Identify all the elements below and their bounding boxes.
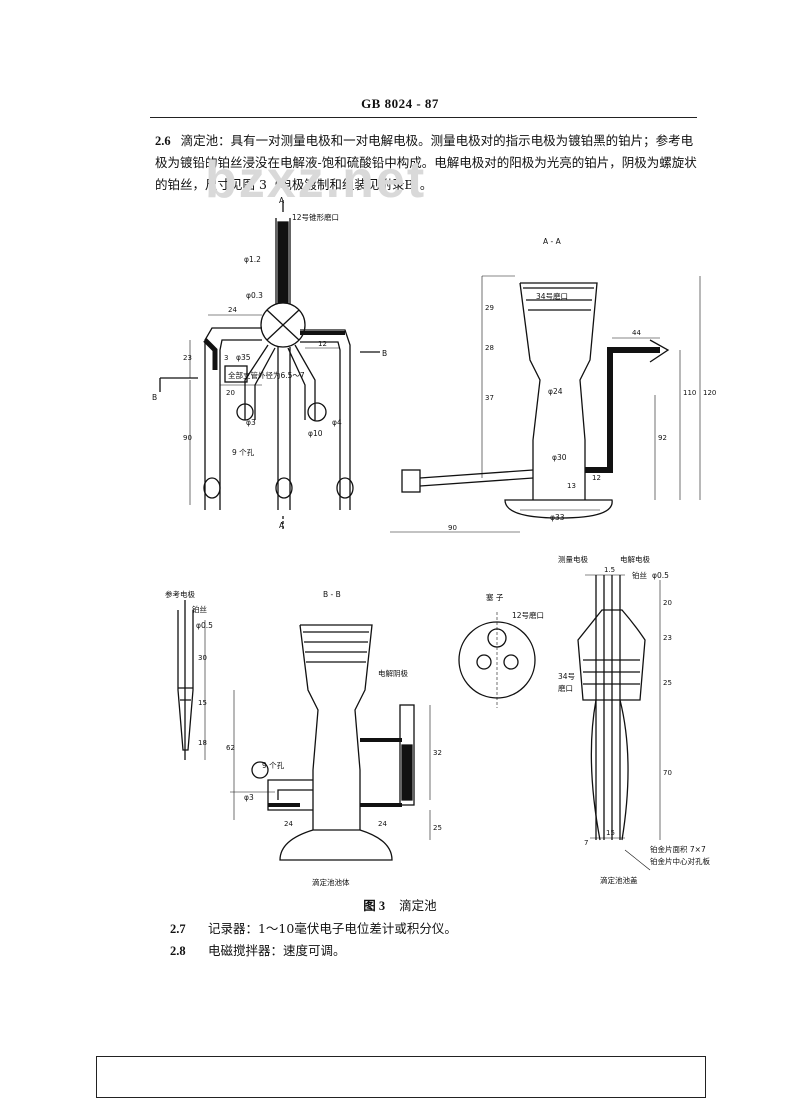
section-aa-title: A - A	[543, 237, 562, 246]
top-section-mark: A	[279, 196, 285, 205]
aa-dim-12: 12	[592, 474, 601, 482]
aa-phi33: φ33	[550, 513, 565, 522]
ea-dim-7: 7	[584, 839, 588, 847]
item-text: 电磁搅拌器：速度可调。	[207, 943, 346, 958]
item-number: 2.8	[170, 944, 186, 958]
aa-dim-92: 92	[658, 434, 667, 442]
ea-dim-23: 23	[663, 634, 672, 642]
figure-caption: 图 3 滴定池	[0, 895, 800, 914]
top-view	[159, 200, 380, 530]
aa-dim-120: 120	[703, 389, 716, 397]
ea-pt-area: 铂金片面积 7×7	[650, 844, 706, 854]
ref-dia-label: φ0.5	[196, 621, 213, 630]
bb-dim-24b: 24	[378, 820, 387, 828]
ea-dim-20: 20	[663, 599, 672, 607]
ref-dim-15: 15	[198, 699, 207, 707]
electro-electrode-label: 电解电极	[620, 554, 650, 564]
phi10-label: φ10	[308, 429, 323, 438]
section-text: 滴定池：具有一对测量电极和一对电解电极。测量电极对的指示电极为镀铂黑的铂片；参考…	[155, 133, 697, 192]
ea-pt-hole: 铂金片中心对孔板	[650, 856, 710, 866]
ea-dim-70: 70	[663, 769, 672, 777]
ea-wire-label: 铂丝	[632, 570, 647, 580]
aa-dim-44: 44	[632, 329, 641, 337]
bb-dim-62: 62	[226, 744, 235, 752]
ea-dim-15b: 15	[606, 829, 615, 837]
dim-23: 23	[183, 354, 192, 362]
aa-dim-110: 110	[683, 389, 696, 397]
ea-dia-label: φ0.5	[652, 571, 669, 580]
phi3-label: φ3	[246, 418, 256, 427]
section-bb	[230, 624, 431, 861]
plug-title: 塞 子	[486, 592, 504, 602]
header-rule	[150, 117, 697, 118]
ref-electrode-label: 参考电极	[165, 589, 195, 599]
side-mark-right: B	[382, 349, 387, 358]
section-bb-title: B - B	[323, 590, 341, 599]
aa-dim-37: 37	[485, 394, 494, 402]
ref-dim-30: 30	[198, 654, 207, 662]
watermark: bzxz.net	[205, 151, 427, 209]
ea-dim-25: 25	[663, 679, 672, 687]
bb-dim-32: 32	[433, 749, 442, 757]
ea-joint-b: 磨口	[558, 683, 573, 693]
aa-dim-90: 90	[448, 524, 457, 532]
phi35-label: φ35	[236, 353, 251, 362]
aa-phi24: φ24	[548, 387, 563, 396]
bb-holes-label: 9 个孔	[262, 761, 285, 770]
item-2-8: 2.8 电磁搅拌器：速度可调。	[170, 940, 346, 959]
ea-dim-15: 1.5	[604, 566, 615, 574]
aa-phi30: φ30	[552, 453, 567, 462]
dim-20: 20	[226, 389, 235, 397]
aa-dim-29: 29	[485, 304, 494, 312]
ref-dim-18: 18	[198, 739, 207, 747]
ref-wire-label: 铂丝	[192, 604, 207, 614]
bb-body-label: 滴定池池体	[312, 877, 350, 887]
plug	[458, 612, 536, 708]
phi03-label: φ0.3	[246, 291, 263, 300]
branch-note: 全部支管外径为6.5～7	[228, 370, 305, 380]
figure-title: 滴定池	[399, 898, 437, 913]
reference-electrode	[177, 600, 206, 760]
section-aa	[390, 275, 701, 533]
dim-24: 24	[228, 306, 237, 314]
item-text: 记录器：1～10毫伏电子电位差计或积分仪。	[207, 921, 457, 936]
phi4-label: φ4	[332, 418, 342, 427]
plug-joint-label: 12号磨口	[512, 610, 544, 620]
footer-box	[96, 1056, 706, 1098]
phi12-label: φ1.2	[244, 255, 261, 264]
bb-dim-25: 25	[433, 824, 442, 832]
bottom-section-mark: A	[279, 521, 285, 530]
aa-joint-label: 34号磨口	[536, 291, 568, 301]
measure-electrode-label: 测量电极	[558, 554, 588, 564]
dim-90: 90	[183, 434, 192, 442]
electrode-assembly	[577, 574, 661, 871]
ea-joint-a: 34号	[558, 672, 575, 681]
aa-dim-13: 13	[567, 482, 576, 490]
item-number: 2.7	[170, 922, 186, 936]
ea-lid-label: 滴定池池盖	[600, 875, 638, 885]
side-mark-left: B	[152, 393, 157, 402]
dim-3: 3	[224, 354, 228, 362]
section-2-6: 2.6 滴定池：具有一对测量电极和一对电解电极。测量电极对的指示电极为镀铂黑的铂…	[155, 130, 700, 196]
standard-number: GB 8024 - 87	[361, 96, 439, 111]
item-2-7: 2.7 记录器：1～10毫伏电子电位差计或积分仪。	[170, 918, 457, 937]
holes-label: 9 个孔	[232, 448, 255, 457]
section-number: 2.6	[155, 134, 171, 148]
aa-dim-28: 28	[485, 344, 494, 352]
bb-electrolytic-label: 电解阴极	[378, 668, 408, 678]
bb-dim-24a: 24	[284, 820, 293, 828]
dim-12: 12	[318, 340, 327, 348]
port-label: 12号锥形磨口	[292, 212, 339, 222]
figure-number: 图 3	[363, 899, 386, 913]
bb-phi3-label: φ3	[244, 793, 254, 802]
